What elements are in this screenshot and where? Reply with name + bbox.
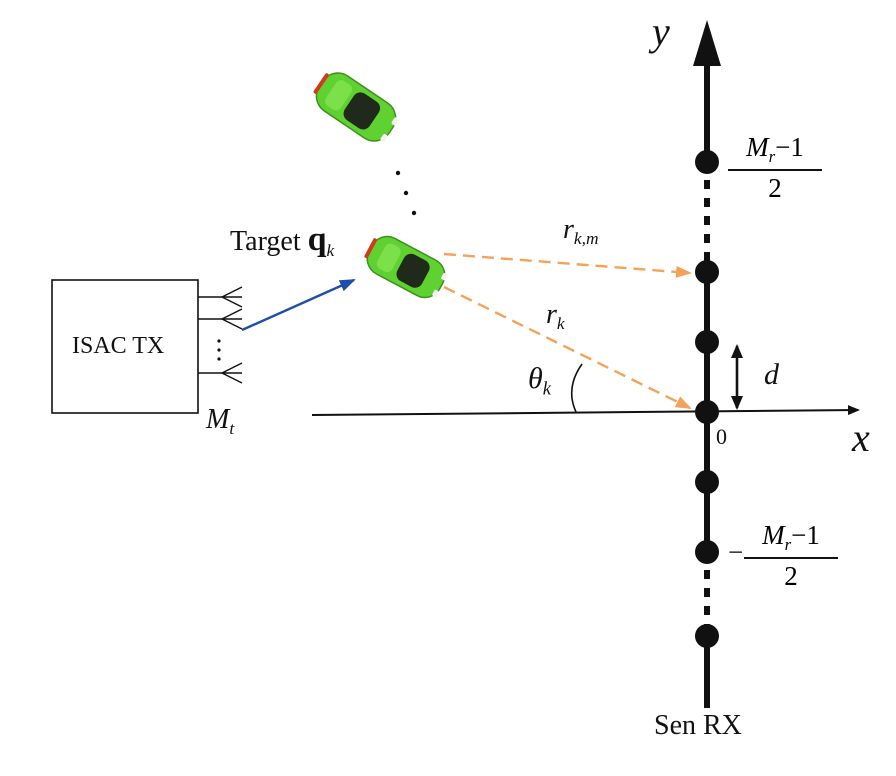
tx-beam-arrow [241,278,356,332]
top-index-fraction: Mr−1 2 [728,132,822,204]
rx-element [695,624,719,648]
rx-element [695,260,719,284]
targets-ellipsis [395,170,417,216]
x-axis-label: x [852,415,870,460]
isac-tx-box [51,279,199,414]
x-axis [311,405,860,416]
bottom-index-fraction: Mr−1 2 [744,520,838,592]
angle-label: θk [528,362,552,400]
rx-element [695,150,719,174]
rx-element [695,470,719,494]
origin-label: 0 [716,424,727,449]
bottom-index-sign: − [728,537,744,567]
path-to-element [443,252,692,278]
tx-antenna-ellipsis [217,339,221,361]
distance-to-element-label: rk,m [563,214,599,249]
far-target-car-icon [313,72,399,142]
rx-elements [695,150,719,648]
tx-antenna-array [198,286,243,384]
spacing-label: d [764,358,779,391]
tx-antenna-count: Mt [206,404,235,439]
sen-rx-label: Sen RX [654,710,742,741]
target-car-icon [364,235,448,299]
isac-tx-label: ISAC TX [72,333,165,359]
target-label: Target qk [230,221,335,261]
y-axis-arrowhead [693,20,721,66]
angle-arc [570,363,583,413]
rx-element [695,330,719,354]
rx-element [695,400,719,424]
tx-antenna-icon [198,308,243,330]
rx-element [695,540,719,564]
y-axis-label: y [652,9,670,54]
tx-antenna-icon [198,286,243,308]
path-to-origin [443,285,692,410]
distance-to-origin-label: rk [546,299,565,334]
tx-antenna-icon [198,362,243,384]
